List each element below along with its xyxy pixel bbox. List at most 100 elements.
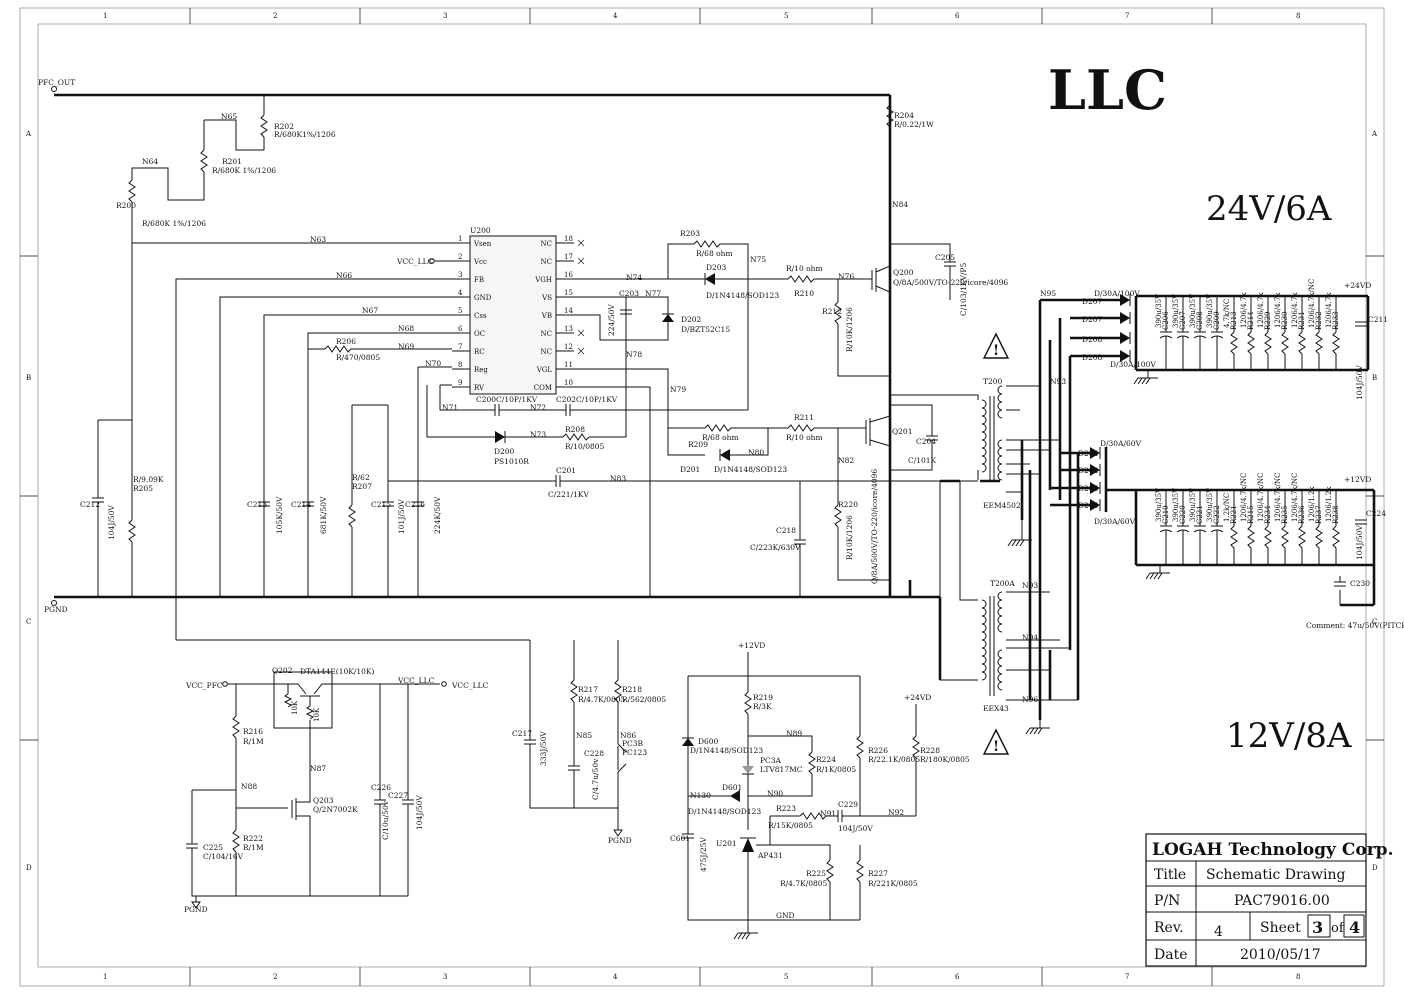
c225-value: C/104/16V [203, 852, 244, 861]
bank-value: 1206/4.7k/NC [1257, 473, 1265, 522]
c224-ref: C224 [1366, 509, 1386, 518]
r204-ref: R204 [894, 111, 914, 120]
net-label: N93 [1050, 377, 1066, 386]
r207-value: R/62 [352, 473, 370, 482]
r216-ref: R216 [243, 727, 263, 736]
d205b-ref: D205 [1078, 501, 1099, 510]
col-marker: 1 [103, 973, 107, 981]
no-connect-mark [577, 347, 585, 355]
bank-resistor [1298, 525, 1306, 565]
ic-pin-name: NC [541, 348, 552, 356]
bootstrap-network [490, 297, 748, 443]
bank-ref: R237 [1315, 505, 1323, 524]
c601-ref: C601 [670, 834, 690, 843]
cap-c204 [890, 404, 938, 471]
d207-value: D/30A/100V [1094, 289, 1140, 298]
q202-value: DTA144E(10K/10K) [300, 667, 375, 676]
bank-ref: R221 [1230, 505, 1238, 524]
r202-ref: R202 [274, 122, 294, 131]
net-label: N69 [398, 342, 414, 351]
ic-u200 [469, 235, 557, 395]
net-label: +12VD [1344, 475, 1371, 484]
t200a-ref: T200A [990, 579, 1015, 588]
bank-value: 1206/4.7k/NC [1308, 279, 1316, 328]
bank-value: 390u/35V [1206, 487, 1214, 522]
r224-ref: R224 [816, 755, 836, 764]
page-heading: LLC [1048, 58, 1167, 122]
net-label: N68 [398, 324, 414, 333]
net-label: N84 [892, 200, 908, 209]
c226-ref: C226 [371, 783, 391, 792]
sheet-total: 4 [1349, 918, 1360, 937]
ic-ref: U200 [470, 226, 491, 235]
q202-r1: 10K [291, 700, 299, 715]
r204-value: R/0.22/1W [894, 120, 934, 129]
net-label: VCC_PFC [185, 681, 223, 690]
t200a-value: EEX43 [983, 704, 1009, 713]
fb-circuit [176, 639, 627, 837]
bank-value: 1206/4.7k [1291, 292, 1299, 328]
bank-value: 1206/4.7k/NC [1240, 473, 1248, 522]
net-label: N73 [530, 430, 546, 439]
ic-pin-name: Css [474, 312, 487, 320]
pn-value: PAC79016.00 [1234, 893, 1330, 909]
r205-ref: R205 [133, 484, 153, 493]
no-connect-mark [577, 329, 585, 337]
low-side-drive [668, 415, 891, 581]
r227-ref: R227 [868, 869, 888, 878]
d204-value: D/30A/60V [1100, 439, 1142, 448]
bank-ref: C221 [1196, 505, 1204, 524]
rev-value: 4 [1214, 924, 1223, 940]
comment-text: Comment: 47u/50V(PITCH 5) [1306, 621, 1404, 630]
bank-ref: R231 [1298, 311, 1306, 330]
bank-value: 1206/1.2k [1308, 486, 1316, 522]
warning-icon: ! [982, 728, 1010, 755]
bank-ref: R232 [1315, 311, 1323, 330]
net-label: +24VD [1344, 281, 1371, 290]
c212-value: 104J/50V [107, 505, 116, 540]
net-label: N74 [626, 273, 642, 282]
net-label: N66 [336, 271, 352, 280]
no-connect-mark [577, 257, 585, 265]
bank-value: 390u/35V [1172, 293, 1180, 328]
r210-value: R/10 ohm [786, 264, 823, 273]
d202-value: D/BZT52C15 [681, 325, 730, 334]
snubber-c205 [890, 243, 956, 300]
bank-ref: R229 [1264, 311, 1272, 330]
bank-ref: C207 [1179, 311, 1187, 330]
c200-value: C200C/10P/1KV [476, 395, 538, 404]
bank-resistor [1247, 525, 1255, 565]
r218-value: R/562/0805 [622, 695, 666, 704]
row-marker: D [1372, 864, 1378, 872]
d208-ref: D208 [1082, 335, 1103, 344]
ic-pin-name: Vcc [473, 258, 487, 266]
d200-ref: D200 [494, 447, 515, 456]
ic-pin-number: 13 [564, 325, 573, 333]
bank-ref: R233 [1332, 311, 1340, 330]
ic-pin-number: 7 [458, 343, 462, 351]
col-marker: 7 [1125, 12, 1129, 20]
net-label: N85 [576, 731, 592, 740]
c211-ref: C211 [1368, 315, 1388, 324]
col-marker: 1 [103, 12, 107, 20]
ic-pin-name: RC [474, 348, 485, 356]
secondary-routing [908, 298, 1080, 720]
r209-ref: R209 [688, 440, 708, 449]
row-marker: A [25, 130, 32, 138]
r219-ref: R219 [753, 693, 773, 702]
r228-ref: R228 [920, 746, 940, 755]
r208-ref: R208 [565, 425, 585, 434]
c218-value: C/223K/630V [750, 543, 801, 552]
c213-ref: C213 [247, 500, 267, 509]
r206-ref: R206 [336, 337, 356, 346]
net-label: N67 [362, 306, 378, 315]
of-label: of [1331, 921, 1345, 936]
t200-ref: T200 [983, 377, 1003, 386]
timing-network [92, 243, 424, 597]
bank-ref: C209 [1213, 311, 1221, 330]
rectifier-12v [1050, 447, 1376, 607]
net-label: N76 [838, 272, 854, 281]
ic-pin-number: 9 [458, 379, 462, 387]
